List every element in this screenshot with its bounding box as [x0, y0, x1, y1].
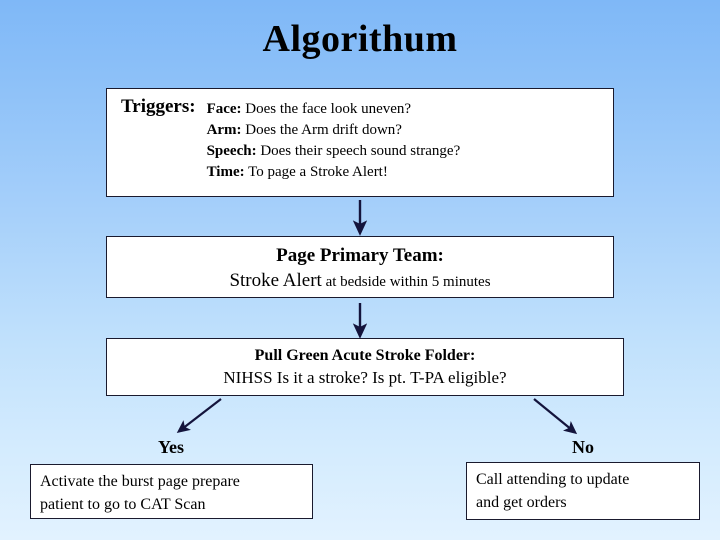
triggers-list: Face: Does the face look uneven? Arm: Do… [196, 96, 461, 183]
yes-outcome-line-1: Activate the burst page prepare [40, 473, 240, 490]
connector-folder-to-yes [176, 398, 222, 434]
trigger-key-speech: Speech: [206, 143, 257, 159]
trigger-text-time: To page a Stroke Alert! [248, 164, 388, 180]
yes-outcome-text: Activate the burst page prepare patient … [31, 465, 312, 516]
triggers-box: Triggers: Face: Does the face look uneve… [106, 88, 614, 197]
yes-outcome-box: Activate the burst page prepare patient … [30, 464, 313, 519]
acute-stroke-folder-heading: Pull Green Acute Stroke Folder: [254, 347, 476, 364]
no-outcome-line-1: Call attending to update [476, 471, 630, 488]
stroke-alert-rest: at bedside within 5 minutes [321, 274, 491, 290]
stroke-alert-emphasis: Stroke Alert [229, 270, 322, 291]
trigger-item-speech: Speech: Does their speech sound strange? [207, 141, 461, 162]
page-primary-team-box: Page Primary Team: Stroke Alert at bedsi… [106, 236, 614, 298]
connector-folder-to-no [533, 398, 578, 435]
triggers-label: Triggers: [121, 96, 196, 117]
branch-label-no: No [572, 437, 594, 457]
trigger-key-arm: Arm: [206, 122, 242, 138]
triggers-content: Triggers: Face: Does the face look uneve… [107, 89, 613, 183]
page-title: Algorithum [262, 18, 458, 60]
no-outcome-box: Call attending to update and get orders [466, 462, 700, 520]
trigger-text-arm: Does the Arm drift down? [245, 122, 402, 138]
trigger-item-face: Face: Does the face look uneven? [207, 99, 461, 120]
trigger-text-speech: Does their speech sound strange? [260, 143, 461, 159]
trigger-item-time: Time: To page a Stroke Alert! [207, 162, 461, 183]
trigger-text-face: Does the face look uneven? [245, 101, 412, 117]
trigger-key-time: Time: [206, 164, 245, 180]
acute-stroke-folder-box: Pull Green Acute Stroke Folder: NIHSS Is… [106, 338, 624, 396]
page-primary-team-detail: Stroke Alert at bedside within 5 minutes [107, 267, 613, 294]
no-outcome-text: Call attending to update and get orders [467, 463, 699, 514]
trigger-item-arm: Arm: Does the Arm drift down? [207, 120, 461, 141]
no-outcome-line-2: and get orders [476, 494, 567, 511]
yes-outcome-line-2: patient to go to CAT Scan [40, 496, 206, 513]
page-primary-team-heading: Page Primary Team: [276, 245, 444, 266]
acute-stroke-folder-detail: NIHSS Is it a stroke? Is pt. T-PA eligib… [223, 368, 507, 387]
branch-label-yes: Yes [158, 437, 184, 457]
trigger-key-face: Face: [206, 101, 242, 117]
